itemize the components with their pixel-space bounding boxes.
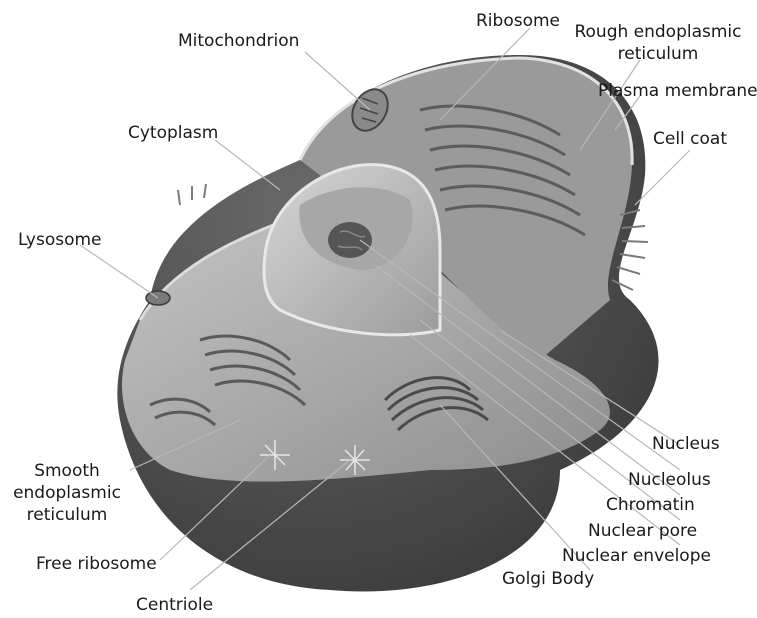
label-plasma-membrane: Plasma membrane <box>598 80 757 102</box>
label-nuclear-envelope: Nuclear envelope <box>562 545 711 567</box>
label-smooth-er-line1: Smooth <box>2 460 132 482</box>
label-rough-er-line2: reticulum <box>568 43 748 65</box>
label-cytoplasm: Cytoplasm <box>128 122 218 144</box>
label-golgi-body: Golgi Body <box>502 568 594 590</box>
label-nucleus: Nucleus <box>652 433 720 455</box>
label-mitochondrion: Mitochondrion <box>178 30 299 52</box>
label-cell-coat: Cell coat <box>653 128 727 150</box>
label-smooth-er-line3: reticulum <box>2 504 132 526</box>
label-lysosome: Lysosome <box>18 229 102 251</box>
label-rough-er: Rough endoplasmic reticulum <box>568 21 748 65</box>
nucleolus-shape <box>328 222 372 258</box>
label-nucleolus: Nucleolus <box>628 469 711 491</box>
label-chromatin: Chromatin <box>606 494 695 516</box>
label-nuclear-pore: Nuclear pore <box>588 520 697 542</box>
label-rough-er-line1: Rough endoplasmic <box>568 21 748 43</box>
label-smooth-er-line2: endoplasmic <box>2 482 132 504</box>
label-smooth-er: Smooth endoplasmic reticulum <box>2 460 132 526</box>
label-ribosome: Ribosome <box>476 10 560 32</box>
label-free-ribosome: Free ribosome <box>36 553 157 575</box>
label-centriole: Centriole <box>136 594 213 616</box>
